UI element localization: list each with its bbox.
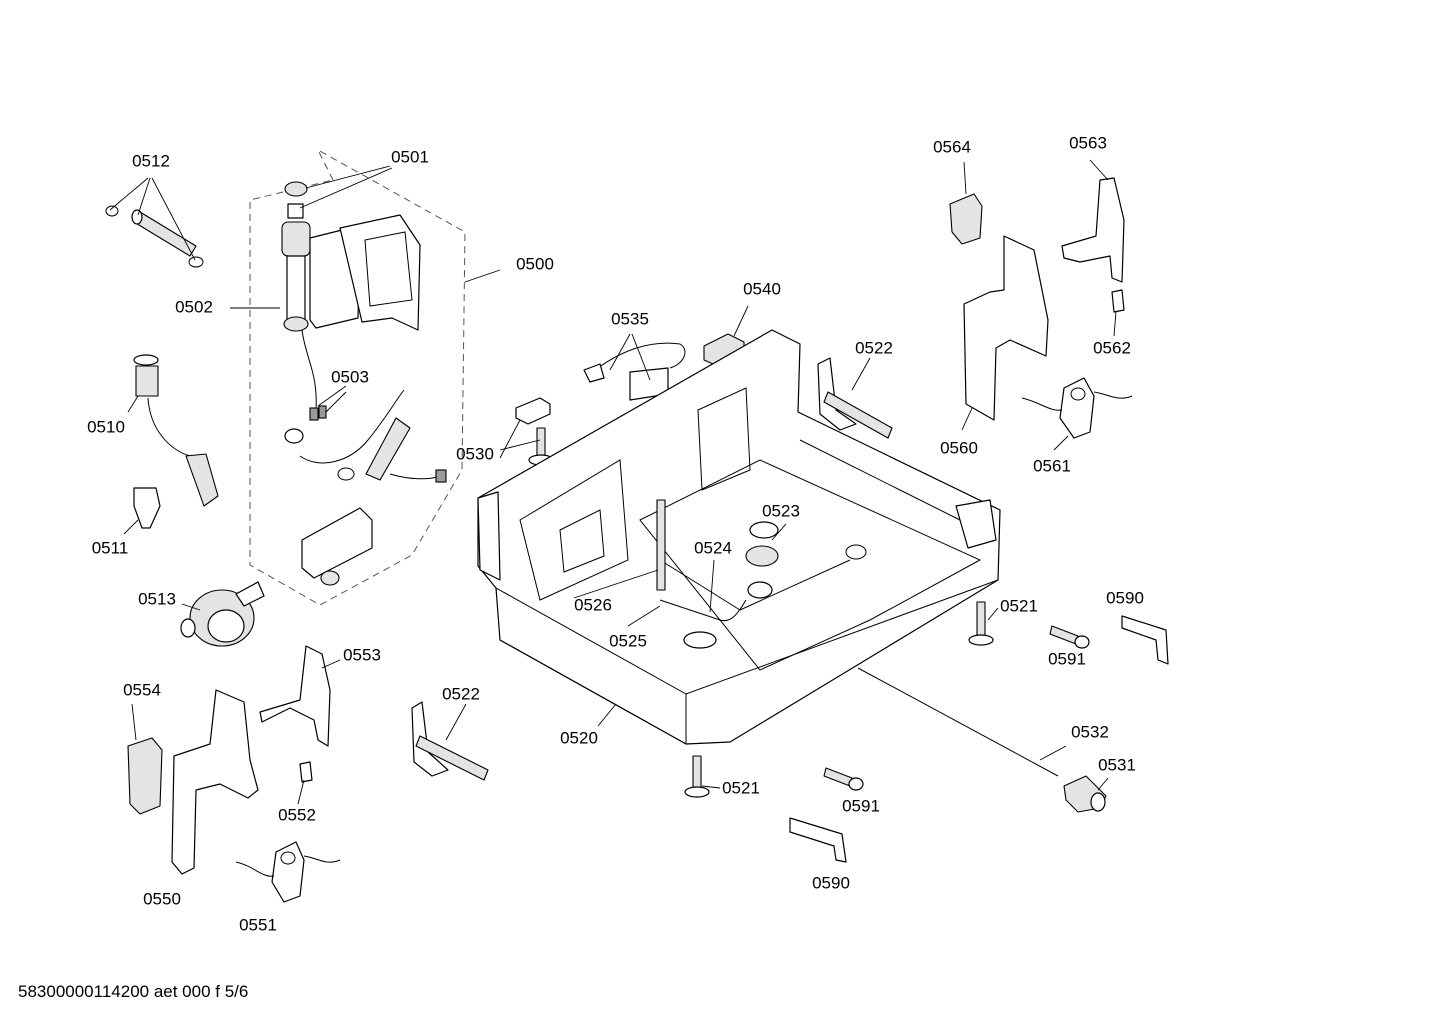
label-0563: 0563 xyxy=(1069,133,1107,153)
label-0512: 0512 xyxy=(132,151,170,171)
part-0503-hose xyxy=(284,389,447,586)
label-0520: 0520 xyxy=(560,728,598,748)
label-0521-right: 0521 xyxy=(1000,596,1038,616)
part-0561-switch xyxy=(1021,377,1133,439)
part-0563-bracket xyxy=(1061,177,1125,283)
part-0510-drain-hose xyxy=(133,354,219,507)
part-0564-cover xyxy=(949,193,983,245)
part-0590-strip-right xyxy=(1121,615,1169,665)
part-0522-spring-left xyxy=(411,701,489,781)
part-0513-pump xyxy=(180,581,265,647)
part-0521-foot-lower xyxy=(684,755,710,798)
label-0551: 0551 xyxy=(239,915,277,935)
label-0564: 0564 xyxy=(933,137,971,157)
part-0551-switch xyxy=(235,841,341,903)
label-0522-left: 0522 xyxy=(442,684,480,704)
label-0530: 0530 xyxy=(456,444,494,464)
label-0540: 0540 xyxy=(743,279,781,299)
label-0532: 0532 xyxy=(1071,722,1109,742)
label-0511: 0511 xyxy=(91,538,129,558)
label-0523: 0523 xyxy=(762,501,800,521)
part-0591-screw-right xyxy=(1049,625,1090,649)
assembly-0500-outline xyxy=(249,148,466,606)
label-0550: 0550 xyxy=(143,889,181,909)
label-0552: 0552 xyxy=(278,805,316,825)
label-0591-lower: 0591 xyxy=(842,796,880,816)
part-0562-clip xyxy=(1111,289,1125,313)
label-0526: 0526 xyxy=(574,595,612,615)
label-0522-right: 0522 xyxy=(855,338,893,358)
label-0510: 0510 xyxy=(87,417,125,437)
label-0531: 0531 xyxy=(1098,755,1136,775)
part-0530-block xyxy=(515,397,554,466)
label-0561: 0561 xyxy=(1033,456,1071,476)
part-0554-cover xyxy=(127,737,163,815)
label-0553: 0553 xyxy=(343,645,381,665)
part-0552-clip xyxy=(299,761,313,783)
drawing-reference-number: 58300000114200 aet 000 f 5/6 xyxy=(18,982,249,1001)
part-0550-bracket xyxy=(171,689,259,875)
label-0502: 0502 xyxy=(175,297,213,317)
part-0531-knob xyxy=(1063,775,1107,813)
label-0554: 0554 xyxy=(123,680,161,700)
part-0521-foot-right xyxy=(968,601,994,646)
label-0525: 0525 xyxy=(609,631,647,651)
part-0532-rod xyxy=(857,667,1059,777)
label-0562: 0562 xyxy=(1093,338,1131,358)
part-0560-bracket xyxy=(963,235,1049,421)
part-0520-base xyxy=(477,329,1001,745)
part-0502-valve xyxy=(281,181,421,421)
label-0535: 0535 xyxy=(611,309,649,329)
part-0522-spring-right xyxy=(817,357,893,439)
label-0513: 0513 xyxy=(138,589,176,609)
label-0590-right: 0590 xyxy=(1106,588,1144,608)
part-0590-strip-lower xyxy=(789,817,847,863)
leader-lines xyxy=(109,159,1117,805)
label-0500: 0500 xyxy=(516,254,554,274)
label-0590-lower: 0590 xyxy=(812,873,850,893)
label-0524: 0524 xyxy=(694,538,732,558)
part-0511-clip xyxy=(133,487,161,529)
part-0512-hose xyxy=(105,205,204,268)
label-0521-lower: 0521 xyxy=(722,778,760,798)
label-0560: 0560 xyxy=(940,438,978,458)
part-0591-screw-lower xyxy=(823,767,864,791)
label-0503: 0503 xyxy=(331,367,369,387)
part-0553-bracket xyxy=(259,645,331,747)
label-0501: 0501 xyxy=(391,147,429,167)
label-0591-right: 0591 xyxy=(1048,649,1086,669)
